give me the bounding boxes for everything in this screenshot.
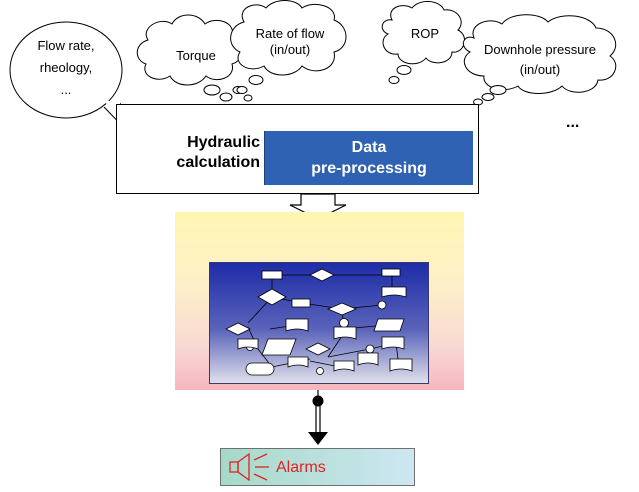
more-ellipsis: ...	[566, 114, 580, 131]
alarms-label: Alarms	[276, 459, 326, 476]
hydraulic-calculation-label: Hydraulic calculation	[125, 133, 260, 173]
flowchart-drawing	[225, 268, 413, 376]
flowchart-image	[209, 262, 429, 384]
data-preprocessing-label: Data pre-processing	[265, 137, 473, 179]
hydraulic-line2: calculation	[176, 154, 260, 171]
alarm-connector	[308, 386, 328, 445]
speaker-icon	[229, 452, 269, 482]
torque-label: Torque	[176, 48, 216, 63]
downhole-pressure-thought-cloud	[462, 14, 617, 106]
downhole-pressure-label: Downhole pressure (in/out)	[470, 42, 610, 78]
rate-of-flow-thought-cloud	[230, 0, 347, 94]
alarms-box: Alarms	[220, 448, 415, 486]
preproc-line2: pre-processing	[311, 160, 427, 177]
downhole-pressure-line2: (in/out)	[519, 62, 561, 77]
rop-thought-cloud	[381, 1, 466, 84]
flow-rate-line2: rheology,	[39, 60, 93, 75]
hydraulic-line1: Hydraulic	[187, 134, 260, 151]
hydraulic-processing-box: Hydraulic calculation Data pre-processin…	[116, 104, 479, 194]
flow-rate-line3: ...	[60, 82, 72, 97]
downhole-pressure-line1: Downhole pressure	[483, 42, 596, 57]
torque-thought-cloud	[136, 14, 253, 102]
rate-of-flow-line1: Rate of flow	[255, 26, 325, 41]
rate-of-flow-line2: (in/out)	[269, 42, 311, 57]
rate-of-flow-label: Rate of flow (in/out)	[244, 26, 336, 58]
data-preprocessing-box: Data pre-processing	[264, 131, 473, 185]
flow-rate-label: Flow rate, rheology, ...	[26, 38, 106, 98]
preproc-line1: Data	[351, 139, 387, 156]
flow-rate-line1: Flow rate,	[37, 38, 95, 53]
rop-label: ROP	[410, 26, 440, 41]
